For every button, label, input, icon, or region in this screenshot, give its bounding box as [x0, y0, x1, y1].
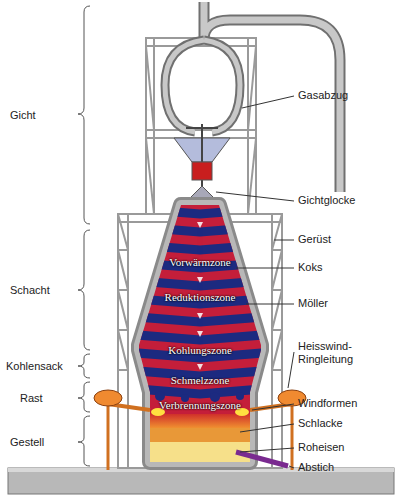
part-label: Schlacke	[298, 417, 343, 430]
part-label: Kohlensack	[6, 360, 63, 373]
part-label: Schacht	[10, 284, 50, 297]
part-label: Roheisen	[298, 441, 344, 454]
zone-label: Reduktionszone	[165, 291, 236, 304]
part-label: Abstich	[298, 461, 334, 474]
part-label: Heisswind- Ringleitung	[298, 340, 376, 366]
zone-label: Verbrennungszone	[159, 399, 241, 412]
part-label: Windformen	[298, 397, 357, 410]
zone-label: Vorwärmzone	[169, 256, 231, 269]
part-label: Gichtglocke	[298, 194, 355, 207]
part-label: Gasabzug	[298, 89, 348, 102]
part-label: Gicht	[10, 109, 36, 122]
part-label: Gestell	[10, 436, 44, 449]
part-label: Gerüst	[298, 233, 331, 246]
part-label: Rast	[20, 392, 43, 405]
part-label: Möller	[298, 297, 328, 310]
zone-label: Kohlungszone	[168, 344, 232, 357]
part-label: Koks	[298, 261, 322, 274]
zone-label: Schmelzzone	[171, 374, 230, 387]
